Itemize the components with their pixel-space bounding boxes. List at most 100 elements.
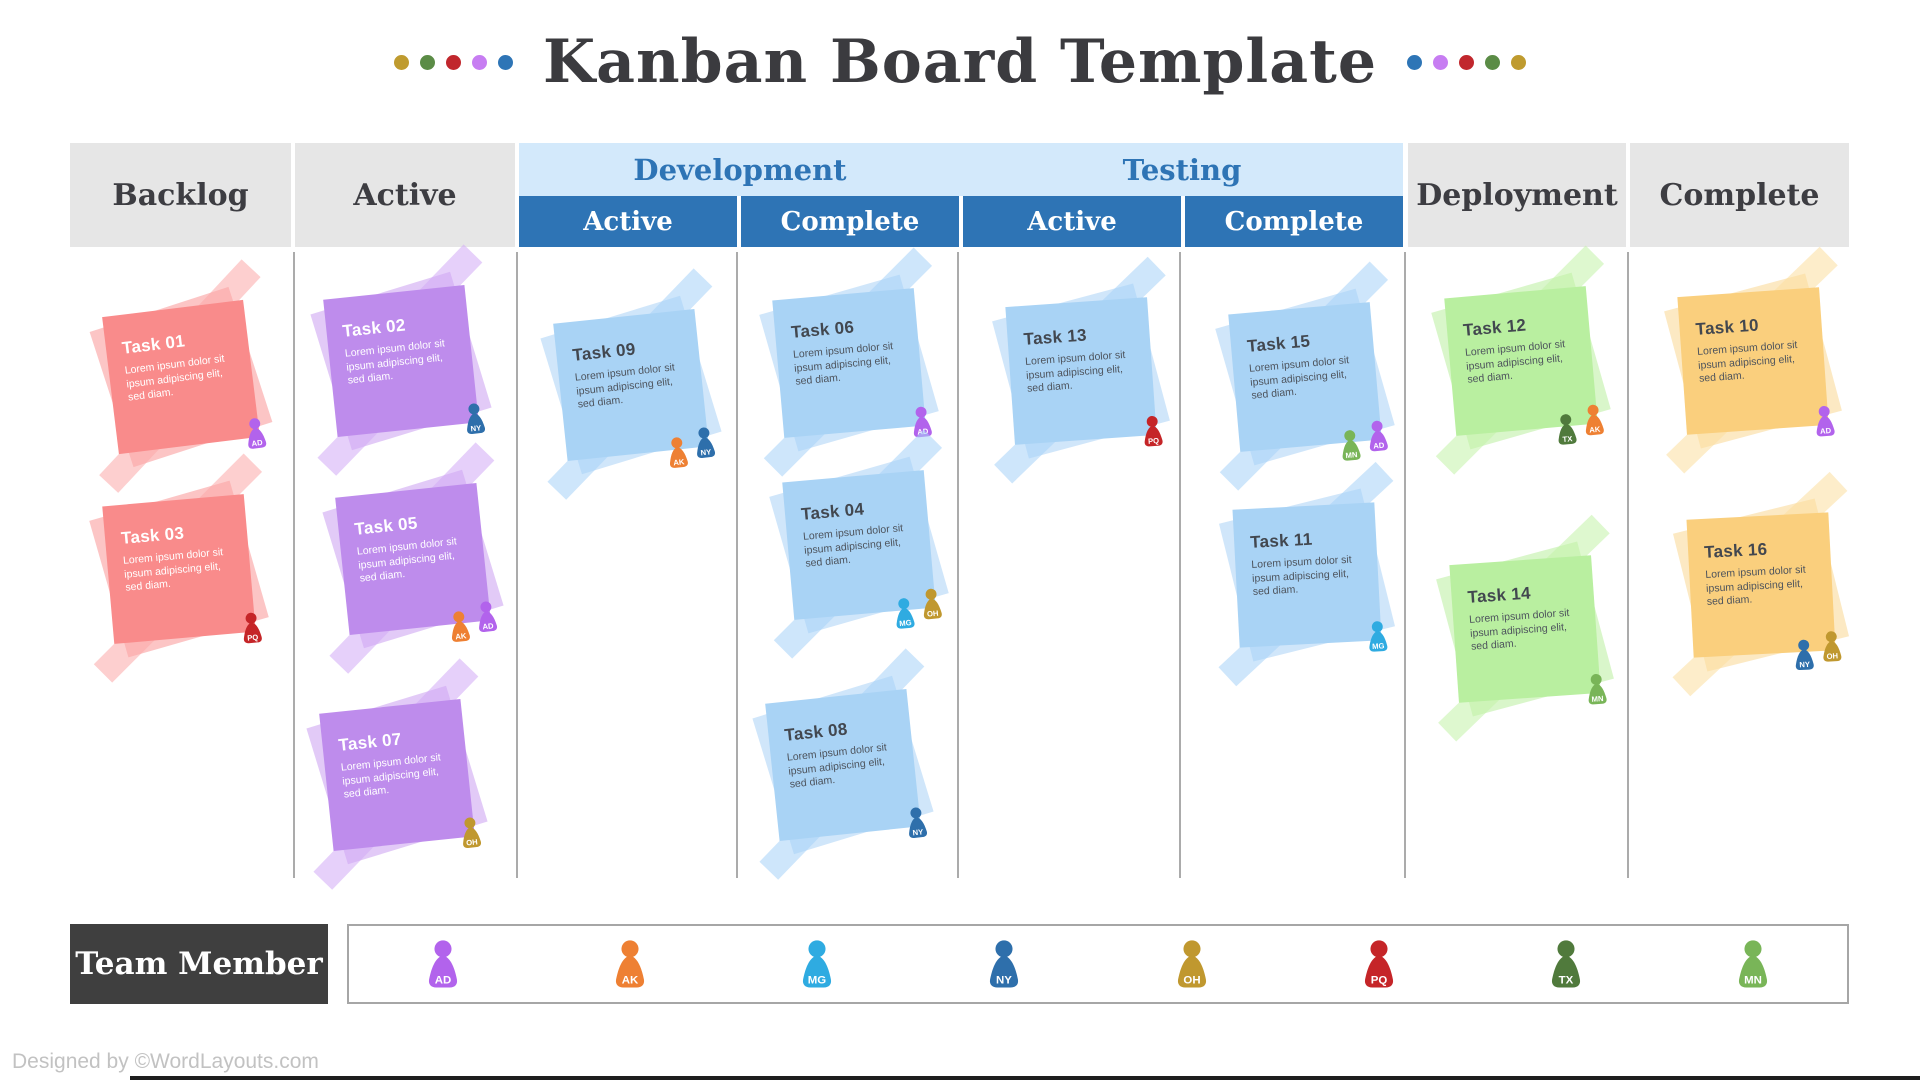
legend-member-ny[interactable]: NY bbox=[911, 939, 1098, 989]
svg-text:MN: MN bbox=[1591, 694, 1604, 704]
svg-text:AD: AD bbox=[482, 621, 494, 631]
card-title: Task 04 bbox=[800, 499, 865, 524]
card-avatars: MN AD bbox=[1335, 419, 1393, 461]
legend-member-ak[interactable]: AK bbox=[536, 939, 723, 989]
card-title: Task 16 bbox=[1703, 539, 1768, 562]
member-avatar-icon-ny: NY bbox=[1790, 638, 1819, 671]
member-avatar-icon-pq: PQ bbox=[1358, 939, 1400, 989]
svg-text:MG: MG bbox=[808, 974, 827, 986]
member-avatar-icon-ny: NY bbox=[983, 939, 1025, 989]
column-header-active[interactable]: Active bbox=[295, 143, 515, 247]
group-header-band: Development Testing bbox=[519, 143, 1403, 196]
sub-header-test-complete[interactable]: Complete bbox=[1185, 196, 1403, 247]
member-avatar-icon-mg: MG bbox=[796, 939, 838, 989]
member-avatar-icon-oh: OH bbox=[456, 815, 486, 850]
svg-text:AK: AK bbox=[622, 974, 639, 986]
svg-text:AD: AD bbox=[1373, 441, 1385, 451]
card-body-text: Lorem ipsum dolor sit ipsum adipiscing e… bbox=[802, 522, 904, 570]
svg-text:NY: NY bbox=[470, 423, 482, 433]
svg-text:AK: AK bbox=[673, 457, 685, 467]
card-body-text: Lorem ipsum dolor sit ipsum adipiscing e… bbox=[1705, 563, 1806, 609]
svg-text:MN: MN bbox=[1345, 450, 1358, 460]
legend-member-mn[interactable]: MN bbox=[1660, 939, 1847, 989]
dot-icon bbox=[1407, 54, 1422, 70]
svg-text:OH: OH bbox=[927, 609, 940, 619]
dot-icon bbox=[472, 54, 487, 70]
card-body-text: Lorem ipsum dolor sit ipsum adipiscing e… bbox=[574, 361, 676, 411]
card-body-text: Lorem ipsum dolor sit ipsum adipiscing e… bbox=[1696, 338, 1798, 386]
card-body-text: Lorem ipsum dolor sit ipsum adipiscing e… bbox=[1468, 606, 1570, 654]
sub-header-dev-complete[interactable]: Complete bbox=[741, 196, 959, 247]
card-avatars: PQ bbox=[1138, 414, 1167, 448]
card-avatars: AD bbox=[1810, 404, 1839, 438]
card-title: Task 13 bbox=[1022, 325, 1088, 349]
svg-text:AD: AD bbox=[251, 438, 264, 448]
legend-member-tx[interactable]: TX bbox=[1473, 939, 1660, 989]
member-avatar-icon-mg: MG bbox=[1363, 620, 1392, 653]
svg-text:AD: AD bbox=[1820, 426, 1832, 436]
svg-text:NY: NY bbox=[700, 447, 712, 457]
svg-text:TX: TX bbox=[1562, 434, 1573, 444]
column-divider bbox=[957, 252, 959, 878]
svg-text:OH: OH bbox=[1826, 651, 1838, 661]
svg-text:PQ: PQ bbox=[1148, 436, 1160, 446]
decorative-dots-left bbox=[394, 54, 513, 70]
card-title: Task 12 bbox=[1462, 315, 1527, 340]
dot-icon bbox=[498, 54, 513, 70]
card-avatars: PQ bbox=[237, 611, 267, 645]
bottom-bar bbox=[130, 1076, 1920, 1080]
member-avatar-icon-mn: MN bbox=[1582, 672, 1611, 706]
svg-text:TX: TX bbox=[1559, 974, 1574, 986]
legend-member-oh[interactable]: OH bbox=[1098, 939, 1285, 989]
legend-member-ad[interactable]: AD bbox=[349, 939, 536, 989]
card-body-text: Lorem ipsum dolor sit ipsum adipiscing e… bbox=[1464, 338, 1566, 386]
dot-icon bbox=[394, 54, 409, 70]
card-title: Task 11 bbox=[1249, 529, 1313, 552]
group-header-development[interactable]: Development bbox=[633, 152, 847, 187]
card-body-text: Lorem ipsum dolor sit ipsum adipiscing e… bbox=[792, 340, 894, 388]
group-header-testing[interactable]: Testing bbox=[1122, 152, 1242, 187]
card-body-text: Lorem ipsum dolor sit ipsum adipiscing e… bbox=[1248, 354, 1350, 402]
card-avatars: OH bbox=[456, 815, 486, 850]
column-header-backlog[interactable]: Backlog bbox=[70, 143, 291, 247]
column-header-complete[interactable]: Complete bbox=[1630, 143, 1849, 247]
legend-member-pq[interactable]: PQ bbox=[1285, 939, 1472, 989]
member-avatar-icon-ad: AD bbox=[422, 939, 464, 989]
member-avatar-icon-mn: MN bbox=[1732, 939, 1774, 989]
sub-header-dev-active[interactable]: Active bbox=[519, 196, 737, 247]
sub-header-test-active[interactable]: Active bbox=[963, 196, 1181, 247]
member-avatar-icon-mg: MG bbox=[890, 596, 920, 630]
member-avatar-icon-pq: PQ bbox=[1138, 414, 1167, 448]
card-avatars: MG bbox=[1363, 620, 1392, 653]
legend-member-mg[interactable]: MG bbox=[724, 939, 911, 989]
member-avatar-icon-ak: AK bbox=[663, 435, 693, 470]
member-avatar-icon-tx: TX bbox=[1545, 939, 1587, 989]
column-header-deployment[interactable]: Deployment bbox=[1408, 143, 1626, 247]
member-avatar-icon-pq: PQ bbox=[237, 611, 267, 645]
title-row: Kanban Board Template bbox=[0, 14, 1920, 110]
